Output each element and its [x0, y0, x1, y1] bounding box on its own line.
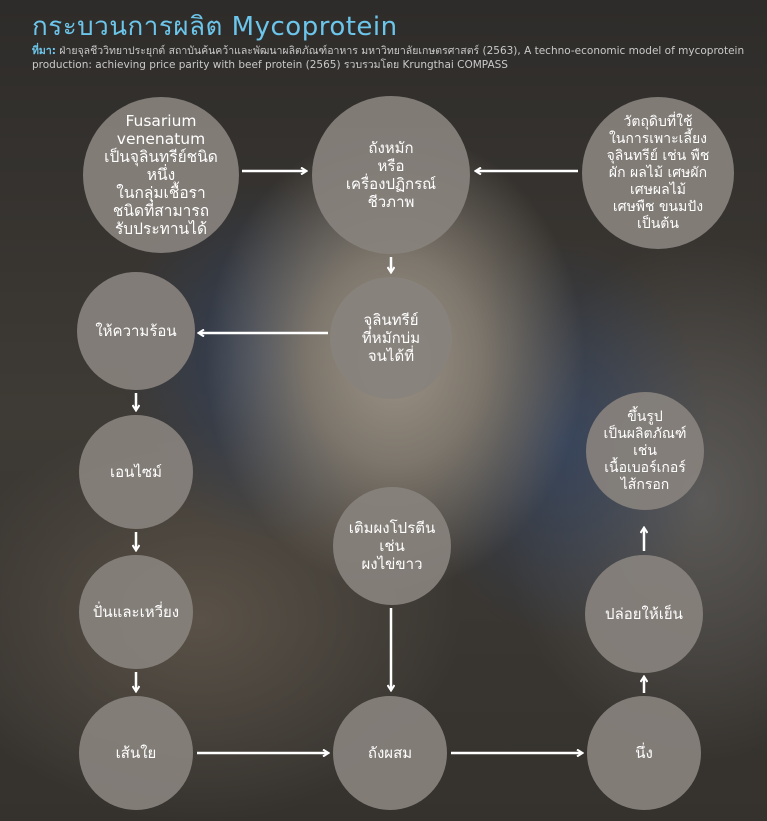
node-steam: นึ่ง — [587, 696, 701, 810]
node-text-line: รับประทานได้ — [114, 220, 208, 238]
source-note: ที่มา: ฝ่ายจุลชีววิทยาประยุกต์ สถาบันค้น… — [32, 44, 752, 72]
node-material-text: วัตถุดิบที่ใช้ในการเพาะเลี้ยงจุลินทรีย์ … — [607, 114, 710, 233]
node-fiber-text: เส้นใย — [116, 744, 157, 762]
node-text-line: venenatum — [116, 130, 206, 148]
node-product-text: ขึ้นรูปเป็นผลิตภัณฑ์เช่นเนื้อเบอร์เกอร์ไ… — [604, 409, 687, 494]
node-text-line: ปั่นและเหวี่ยง — [92, 603, 180, 621]
node-enzyme-text: เอนไซม์ — [110, 463, 162, 481]
node-mixing-tank: ถังผสม — [333, 696, 447, 810]
node-text-line: เป็นต้น — [637, 215, 679, 232]
node-fermentation-tank: ถังหมักหรือเครื่องปฏิกรณ์ชีวภาพ — [312, 96, 470, 254]
node-text-line: ที่หมักบ่ม — [361, 329, 421, 347]
node-text-line: ในการเพาะเลี้ยง — [608, 130, 708, 147]
node-text-line: จุลินทรีย์ เช่น พืช — [606, 147, 710, 164]
node-heat-text: ให้ความร้อน — [95, 322, 176, 340]
node-heat: ให้ความร้อน — [77, 272, 195, 390]
node-text-line: หรือ — [377, 157, 405, 175]
node-text-line: เศษผลไม้ — [630, 181, 686, 198]
node-text-line: ผงไข่ขาว — [361, 555, 423, 573]
source-label: ที่มา: — [32, 45, 56, 57]
node-text-line: Fusarium — [125, 112, 197, 130]
node-text-line: เศษพืช ขนมปัง — [612, 198, 704, 215]
node-spin-text: ปั่นและเหวี่ยง — [93, 603, 179, 621]
node-text-line: ชนิดที่สามารถ — [112, 202, 210, 220]
node-text-line: ชีวภาพ — [367, 193, 415, 211]
node-text-line: ขึ้นรูป — [627, 408, 663, 425]
node-text-line: เช่น — [633, 442, 657, 459]
node-text-line: เครื่องปฏิกรณ์ — [345, 175, 437, 193]
node-text-line: นึ่ง — [635, 744, 653, 762]
node-text-line: วัตถุดิบที่ใช้ — [623, 113, 693, 130]
node-tank-text: ถังหมักหรือเครื่องปฏิกรณ์ชีวภาพ — [346, 139, 436, 211]
node-raw-material: วัตถุดิบที่ใช้ในการเพาะเลี้ยงจุลินทรีย์ … — [582, 97, 734, 249]
node-cool-text: ปล่อยให้เย็น — [605, 605, 683, 623]
node-text-line: เอนไซม์ — [109, 463, 162, 481]
node-mixtank-text: ถังผสม — [368, 744, 412, 762]
page-title: กระบวนการผลิต Mycoprotein — [32, 12, 398, 42]
node-addprot-text: เติมผงโปรตีนเช่นผงไข่ขาว — [349, 519, 436, 573]
node-spin: ปั่นและเหวี่ยง — [79, 555, 193, 669]
node-text-line: ถังผสม — [367, 744, 413, 762]
node-fermented-microbe: จุลินทรีย์ที่หมักบ่มจนได้ที่ — [330, 277, 452, 399]
node-text-line: ผัก ผลไม้ เศษผัก — [608, 164, 708, 181]
node-text-line: เป็นจุลินทรีย์ชนิดหนึ่ง — [104, 148, 218, 184]
node-text-line: เส้นใย — [115, 744, 157, 762]
node-enzyme: เอนไซม์ — [79, 415, 193, 529]
node-text-line: จนได้ที่ — [367, 347, 415, 365]
node-cool: ปล่อยให้เย็น — [585, 555, 703, 673]
node-steam-text: นึ่ง — [635, 744, 653, 762]
source-text: ฝ่ายจุลชีววิทยาประยุกต์ สถาบันค้นคว้าและ… — [32, 45, 745, 71]
node-text-line: ถังหมัก — [368, 139, 414, 157]
node-micro-text: จุลินทรีย์ที่หมักบ่มจนได้ที่ — [362, 311, 420, 365]
node-text-line: เป็นผลิตภัณฑ์ — [603, 425, 687, 442]
node-fiber: เส้นใย — [79, 696, 193, 810]
node-text-line: ปล่อยให้เย็น — [605, 605, 683, 623]
node-text-line: จุลินทรีย์ — [363, 311, 419, 329]
node-text-line: ในกลุ่มเชื้อรา — [116, 184, 206, 202]
node-text-line: ไส้กรอก — [620, 476, 670, 493]
node-text-line: เช่น — [379, 537, 405, 555]
node-text-line: เติมผงโปรตีน — [348, 519, 436, 537]
node-text-line: ให้ความร้อน — [95, 322, 177, 340]
node-add-protein: เติมผงโปรตีนเช่นผงไข่ขาว — [333, 487, 451, 605]
node-text-line: เนื้อเบอร์เกอร์ — [604, 459, 686, 476]
node-product: ขึ้นรูปเป็นผลิตภัณฑ์เช่นเนื้อเบอร์เกอร์ไ… — [586, 392, 704, 510]
